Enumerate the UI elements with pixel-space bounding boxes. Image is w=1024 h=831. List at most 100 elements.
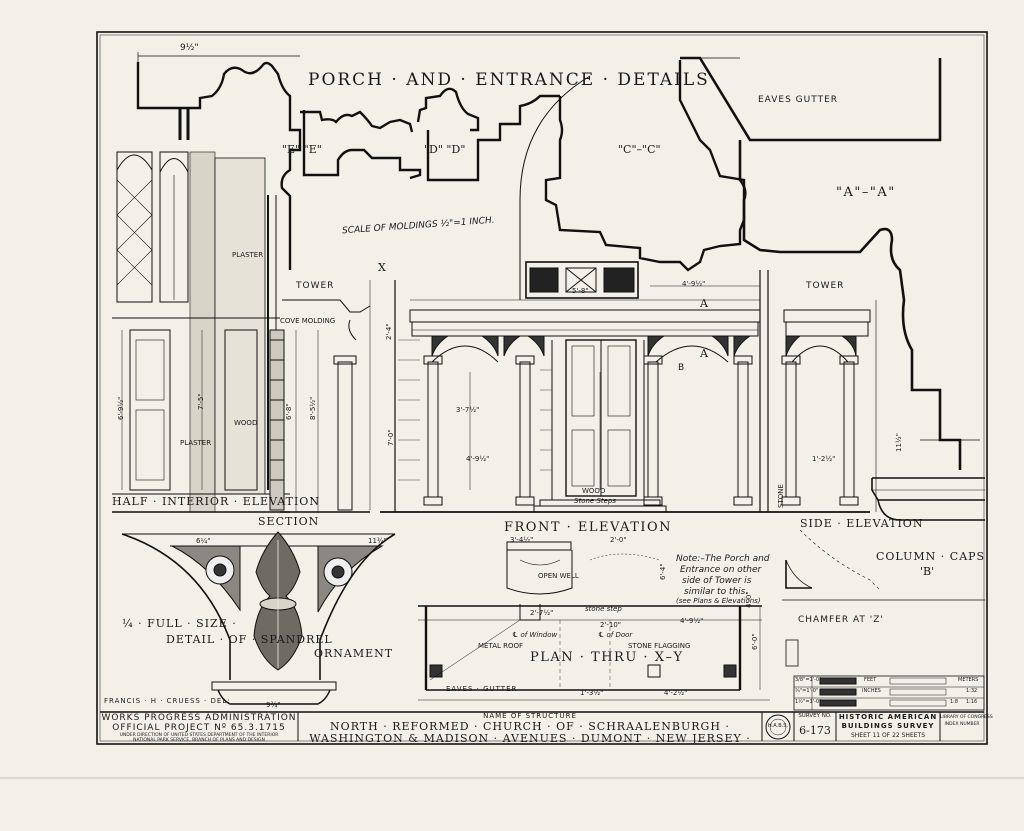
note-line-2: Entrance on other — [680, 565, 762, 575]
dim-label: 1'-3½" — [580, 689, 604, 697]
wpa-line-1: WORKS PROGRESS ADMINISTRATION — [101, 713, 297, 723]
habs-line-2: BUILDINGS SURVEY — [841, 722, 935, 730]
molding-profiles — [136, 52, 980, 470]
spandrel-title-1: ¼ · FULL · SIZE · — [122, 617, 237, 630]
sheet-border-inner — [99, 34, 985, 742]
note-line-1: Note:–The Porch and — [676, 554, 770, 564]
section-mark-b: B — [678, 363, 685, 373]
dim-label: 9¾" — [266, 701, 281, 709]
stone-flagging-label: STONE FLAGGING — [628, 642, 691, 650]
plaster-label-top: PLASTER — [232, 251, 264, 259]
title-block — [100, 675, 985, 741]
window-centerline-label: ℄ of Window — [512, 631, 558, 639]
scale-unit-meters: METERS — [958, 677, 979, 683]
dim-label: 8'-5½" — [309, 396, 317, 420]
wood-label: WOOD — [234, 419, 258, 427]
scale-value-2: 1:16 — [966, 699, 978, 705]
delineator-credit: FRANCIS · H · CRUESS · DEL: — [104, 697, 231, 705]
sheet-border — [96, 31, 988, 745]
section-mark-c: "C"–"C" — [618, 143, 661, 156]
dim-label: 3'-7½" — [456, 406, 480, 414]
tower-label-right: TOWER — [806, 281, 845, 291]
cove-molding-label: COVE MOLDING — [280, 317, 336, 325]
dim-label: 4'-2½" — [664, 689, 688, 697]
column-caps-mark: 'B' — [920, 565, 935, 578]
dim-label: 1'-2½" — [812, 455, 836, 463]
front-elevation-title: FRONT · ELEVATION — [504, 520, 673, 535]
dim-label: 6'-8" — [285, 403, 293, 420]
wpa-line-3: UNDER DIRECTION OF UNITED STATES DEPARTM… — [119, 733, 279, 738]
plan-title: PLAN · THRU · X–Y — [530, 650, 684, 665]
index-number: INDEX NUMBER — [944, 722, 980, 727]
plan-view — [418, 541, 770, 701]
scale-ratio-2: ¾"=1'-0" — [795, 688, 819, 694]
scale-unit-inches: INCHES — [862, 688, 881, 694]
scale-ratio-3: 1½"=1'-0" — [795, 699, 822, 705]
dim-label: 3'-4½" — [510, 536, 534, 544]
note-line-5: (see Plans & Elevations) — [676, 597, 761, 605]
wood-lower-label: WOOD — [582, 487, 606, 495]
dim-label: 6'-9½" — [117, 396, 125, 420]
note-line-3: side of Tower is — [682, 576, 752, 586]
scale-ratio-1: 3/8"=1'-0" — [795, 677, 822, 683]
dim-label: 4'-9½" — [466, 455, 490, 463]
plaster-label-mid: PLASTER — [180, 439, 212, 447]
eaves-gutter-plan-label: EAVES · GUTTER — [446, 685, 518, 693]
dim-label: 6¼" — [196, 537, 211, 545]
spandrel-ornament — [121, 531, 396, 713]
dim-label: 2'-7½" — [530, 609, 554, 617]
sheet-title: PORCH · AND · ENTRANCE · DETAILS — [308, 70, 710, 90]
wpa-line-4: NATIONAL PARK SERVICE, BRANCH OF PLANS A… — [133, 738, 265, 743]
dim-label: 7'-5" — [197, 393, 205, 410]
survey-number: 6-173 — [799, 724, 831, 737]
stone-step-label: stone step — [585, 605, 622, 613]
sheet-number: SHEET 11 OF 22 SHEETS — [850, 732, 925, 739]
scale-value-3: 1:8 — [950, 699, 959, 705]
section-view — [269, 299, 371, 513]
dim-label: 4'-9½" — [680, 617, 704, 625]
section-mark-a-front-2: A — [700, 347, 708, 360]
column-caps-title: COLUMN · CAPS — [876, 550, 986, 563]
metal-roof-label: METAL ROOF — [478, 642, 524, 650]
side-elevation — [780, 300, 877, 513]
dim-label: 2'-4" — [385, 323, 393, 340]
dim-label: 2'-0" — [610, 536, 627, 544]
half-interior-title: HALF · INTERIOR · ELEVATION — [112, 495, 320, 508]
dim-label: 5'-8" — [572, 287, 589, 295]
name-of-structure-caption: NAME OF STRUCTURE — [483, 712, 577, 720]
side-elevation-title: SIDE · ELEVATION — [800, 517, 924, 530]
library-of-congress: LIBRARY OF CONGRESS — [940, 715, 993, 720]
half-interior-elevation — [112, 151, 290, 513]
section-mark-a-front: A — [700, 297, 708, 310]
top-dimension: 9½" — [180, 43, 199, 53]
section-mark-e: "E" "E" — [282, 143, 322, 156]
eaves-gutter-label: EAVES GUTTER — [758, 95, 839, 105]
structure-name: NORTH · REFORMED · CHURCH · OF · SCHRAAL… — [330, 720, 730, 733]
note-line-4: similar to this. — [684, 587, 749, 597]
survey-number-caption: SURVEY NO. — [798, 713, 832, 719]
dim-label: 2'-10" — [600, 621, 622, 629]
spandrel-title-2: DETAIL · OF · SPANDREL — [166, 633, 333, 646]
dim-label: 11¾" — [368, 537, 387, 545]
dim-label: 7'-0" — [387, 429, 395, 446]
section-mark-a: "A"–"A" — [836, 185, 896, 200]
wpa-line-2: OFFICIAL PROJECT Nº 65.3.1715 — [112, 723, 286, 733]
section-title: SECTION — [258, 515, 320, 528]
section-mark-x: X — [378, 261, 386, 274]
scale-unit-feet: FEET — [864, 677, 877, 683]
dim-label: 6'-4" — [659, 563, 667, 580]
dim-label: 4'-0" — [745, 591, 753, 608]
open-well-label: OPEN WELL — [538, 572, 579, 580]
tower-label-left: TOWER — [296, 281, 335, 291]
structure-location: WASHINGTON & MADISON · AVENUES · DUMONT … — [309, 732, 751, 745]
dim-label: 4'-9½" — [682, 280, 706, 288]
habs-seal: H.A.B.S. — [768, 723, 788, 729]
habs-line-1: HISTORIC AMERICAN — [838, 713, 938, 721]
chamfer-title: CHAMFER AT 'Z' — [798, 615, 884, 625]
stone-label: STONE — [777, 484, 785, 508]
dim-label: 11½" — [895, 433, 903, 452]
door-centerline-label: ℄ of Door — [598, 631, 633, 639]
section-mark-d: "D" "D" — [424, 143, 466, 156]
dim-label: 6'-0" — [751, 633, 759, 650]
